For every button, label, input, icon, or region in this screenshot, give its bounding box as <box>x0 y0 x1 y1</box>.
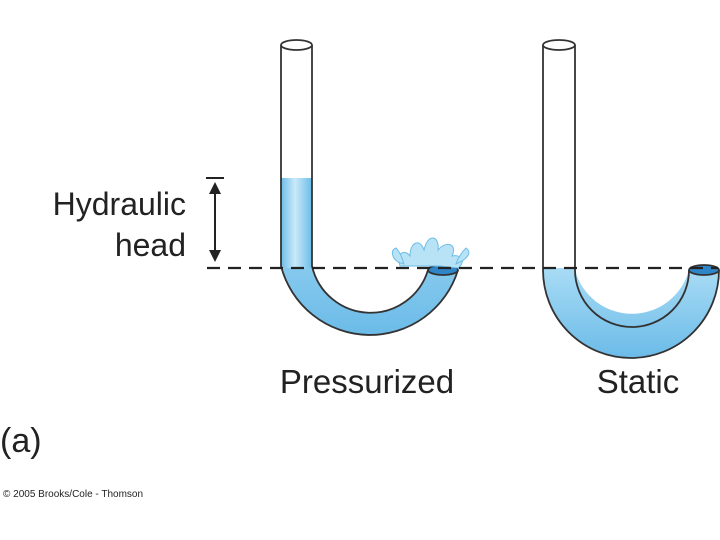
static-label: Static <box>597 363 680 400</box>
static-tube-top <box>542 39 576 51</box>
pressurized-tube <box>280 39 470 336</box>
static-tube <box>542 39 720 359</box>
static-tube-mouth <box>688 264 720 276</box>
pressurized-water <box>281 180 458 335</box>
copyright-credit: © 2005 Brooks/Cole - Thomson <box>3 489 143 500</box>
static-tube-outline <box>542 45 720 359</box>
hydraulic-head-label-line2: head <box>115 227 186 263</box>
pressurized-tube-outline <box>280 45 459 336</box>
static-water <box>543 268 719 358</box>
hydraulic-head-label-line1: Hydraulic <box>53 186 186 222</box>
water-spray-icon <box>391 237 470 269</box>
pressurized-tube-top <box>280 39 313 51</box>
panel-label: (a) <box>0 422 42 460</box>
hydraulic-head-arrow-icon <box>206 177 224 262</box>
pressurized-label: Pressurized <box>280 363 454 400</box>
pressurized-water-column <box>281 178 312 268</box>
